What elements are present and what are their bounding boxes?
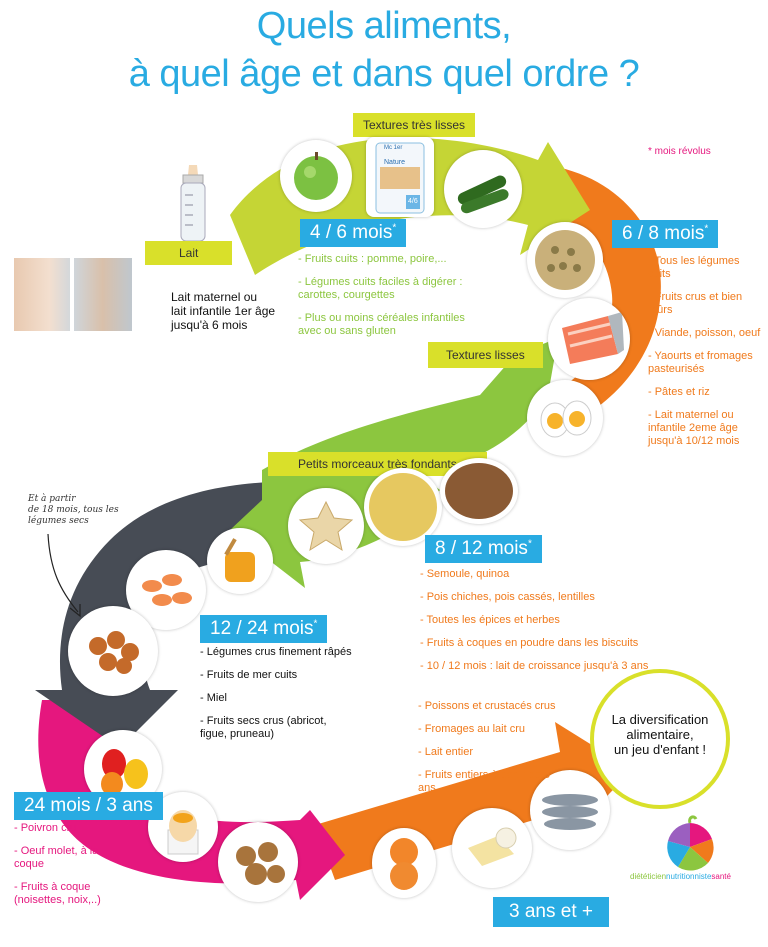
baby-photo bbox=[14, 258, 132, 331]
list-item: - Fruits à coque (noisettes, noix,..) bbox=[14, 881, 101, 906]
list-item: - Semoule, quinoa bbox=[420, 568, 510, 580]
stage-4-6-label: 4 / 6 mois* bbox=[300, 219, 407, 247]
list-item: - Plus ou moins céréales infantiles avec… bbox=[298, 312, 465, 337]
stage-8-12-label: 8 / 12 mois* bbox=[425, 535, 542, 563]
stage-3-label: 3 ans et + bbox=[493, 897, 609, 927]
list-item: - Lait maternel ou infantile 2eme âge ju… bbox=[648, 409, 740, 447]
list-item: - Fruits entiers à partir de 5 ans bbox=[418, 769, 551, 794]
salmon-photo bbox=[548, 298, 630, 380]
stage-12-24-list: - Légumes crus finement râpés - Fruits d… bbox=[200, 646, 355, 751]
fish-photo bbox=[530, 770, 610, 850]
list-item: - Poivron cru bbox=[14, 822, 77, 834]
logo-text: diététiciennutritionnistesanté bbox=[630, 872, 731, 881]
pack-name: Nature bbox=[384, 159, 406, 166]
lait-label: Lait bbox=[145, 241, 233, 265]
list-item: - Fruits secs crus (abricot, figue, prun… bbox=[200, 715, 327, 740]
honey-photo bbox=[207, 528, 273, 594]
title-line-2: à quel âge et dans quel ordre ? bbox=[128, 53, 640, 95]
title-line-1: Quels aliments, bbox=[256, 5, 512, 47]
pack-age: 4/6 bbox=[408, 198, 418, 205]
stage-24-3-list: - Poivron cru - Oeuf molet, à la coque -… bbox=[14, 822, 129, 917]
list-item: - Pois chiches, pois cassés, lentilles bbox=[420, 591, 595, 603]
list-item: - Fruits à coques en poudre dans les bis… bbox=[420, 637, 639, 649]
list-item: - Yaourts et fromages pasteurisés bbox=[648, 350, 753, 375]
list-item: - Pâtes et riz bbox=[648, 386, 710, 398]
cereal-pack-photo: Mc 1er Nature 4/6 bbox=[366, 137, 434, 217]
peaches-photo bbox=[372, 828, 436, 898]
page-title: Quels aliments, à quel âge et dans quel … bbox=[0, 2, 768, 98]
texture-lisses-label: Textures lisses bbox=[428, 342, 543, 368]
pack-brand: Mc 1er bbox=[384, 145, 403, 151]
list-item: - Oeuf molet, à la coque bbox=[14, 845, 99, 870]
texture-tres-lisses-label: Textures très lisses bbox=[353, 113, 476, 137]
pasta-photo bbox=[527, 222, 603, 298]
nuts-photo bbox=[218, 822, 298, 902]
stage-4-6-list: - Fruits cuits : pomme, poire,... - Légu… bbox=[298, 253, 488, 348]
list-item: - Miel bbox=[200, 692, 227, 704]
note-arrow-icon bbox=[47, 533, 81, 618]
diversification-bubble bbox=[590, 669, 730, 809]
stage-24-3-label: 24 mois / 3 ans bbox=[14, 792, 163, 820]
list-item: - Fruits cuits : pomme, poire,... bbox=[298, 253, 447, 265]
bottle-icon bbox=[180, 165, 206, 242]
list-item: - Lait entier bbox=[418, 746, 474, 758]
dried-fruit-photo bbox=[68, 606, 158, 696]
eggs-photo bbox=[527, 380, 603, 456]
lait-text: Lait maternel ou lait infantile 1er âge … bbox=[171, 290, 276, 332]
list-item: - Fruits de mer cuits bbox=[200, 669, 298, 681]
list-item: - Fromages au lait cru bbox=[418, 723, 525, 735]
legumes-secs-note: Et à partir de 18 mois, tous les légumes… bbox=[28, 494, 119, 526]
shrimp-photo bbox=[126, 550, 206, 630]
stage-6-8-label: 6 / 8 mois* bbox=[612, 220, 719, 248]
logo-icon bbox=[667, 815, 714, 871]
stage-8-12-list: - Semoule, quinoa - Pois chiches, pois c… bbox=[420, 568, 660, 683]
mois-revolus-note: * mois révolus bbox=[648, 146, 711, 157]
list-item: - Légumes cuits faciles à digérer : caro… bbox=[298, 276, 463, 301]
list-item: - 10 / 12 mois : lait de croissance jusq… bbox=[420, 660, 649, 672]
stage-12-24-label: 12 / 24 mois* bbox=[200, 615, 328, 643]
semolina-photo bbox=[364, 468, 442, 546]
cheese-photo bbox=[452, 808, 532, 888]
list-item: - Tous les légumes cuits bbox=[648, 255, 740, 280]
biscuits-photo bbox=[288, 488, 364, 564]
list-item: - Légumes crus finement râpés bbox=[200, 646, 352, 658]
diversification-text: La diversification alimentaire, un jeu d… bbox=[611, 712, 709, 757]
list-item: - Viande, poisson, oeuf bbox=[648, 327, 761, 339]
list-item: - Toutes les épices et herbes bbox=[420, 614, 560, 626]
stage-6-8-list: - Tous les légumes cuits - Fruits crus e… bbox=[648, 255, 763, 458]
apple-photo bbox=[280, 140, 352, 212]
list-item: - Poissons et crustacés crus bbox=[418, 700, 556, 712]
zucchini-photo bbox=[444, 150, 522, 228]
list-item: - Fruits crus et bien mûrs bbox=[648, 291, 743, 316]
stage-3-list: - Poissons et crustacés crus - Fromages … bbox=[418, 700, 568, 805]
lentils-photo bbox=[440, 458, 518, 524]
